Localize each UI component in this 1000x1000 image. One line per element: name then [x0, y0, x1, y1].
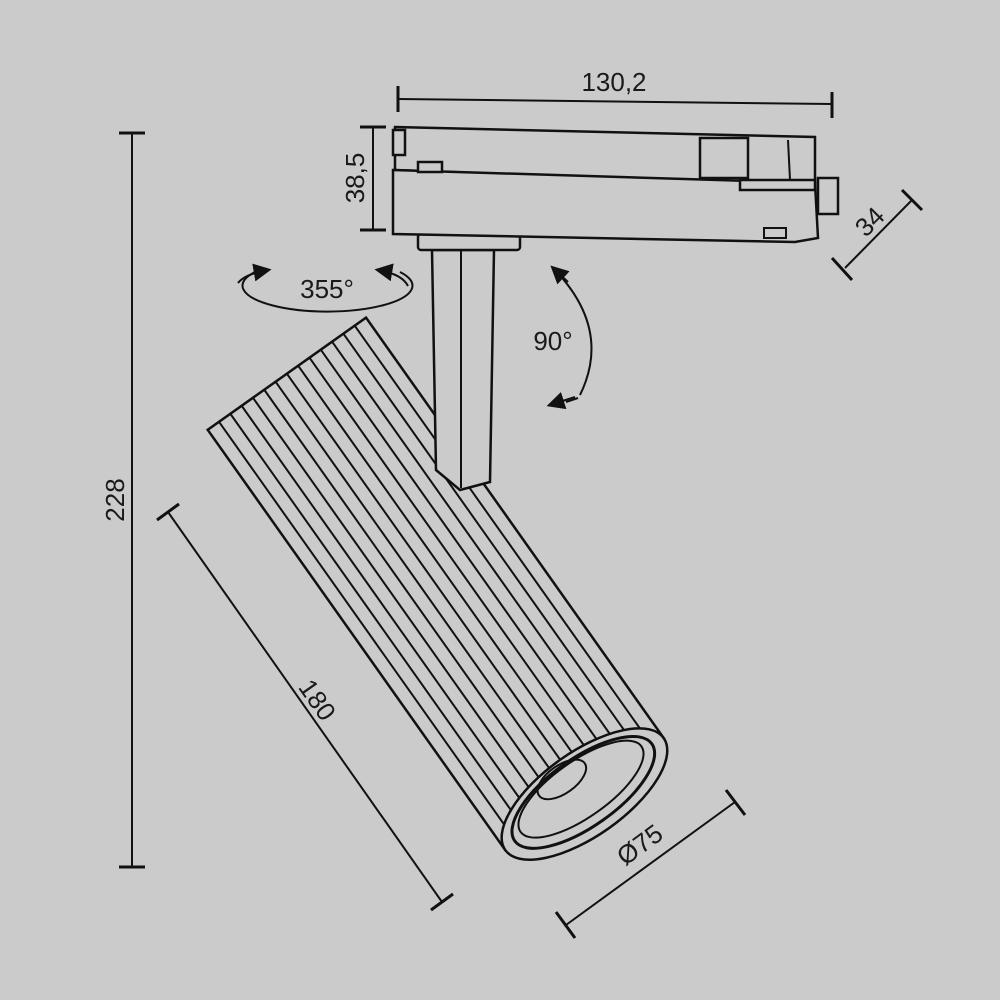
rib-line [319, 349, 642, 802]
adapter-depth-label: 34 [849, 201, 891, 243]
track-adapter [391, 125, 840, 244]
rib-line [286, 373, 610, 829]
rib-line [229, 413, 546, 859]
rib-line [297, 365, 621, 821]
horizontal-rotation-label: 355° [300, 274, 354, 304]
dimension-total-height: 228 [100, 131, 145, 869]
vertical-rotation-label: 90° [533, 326, 572, 356]
total-height-label: 228 [100, 478, 130, 521]
track-width-label: 130,2 [581, 67, 646, 97]
lens [536, 758, 588, 801]
rib-line [263, 389, 586, 844]
rib-line [240, 405, 560, 855]
rib-line [342, 333, 659, 779]
dimension-adapter-height: 38,5 [340, 125, 386, 232]
rotation-vertical: 90° [533, 265, 593, 410]
mounting-stem [416, 232, 522, 492]
body-length-label: 180 [293, 673, 342, 726]
rib-line [353, 325, 666, 765]
rib-line [252, 397, 574, 850]
adapter-height-label: 38,5 [340, 153, 370, 204]
front-rim [500, 727, 669, 861]
fluted-cylinder-body [205, 315, 669, 861]
dimension-adapter-depth: 34 [830, 188, 924, 282]
rib-line [274, 381, 598, 837]
diameter-label: Ø75 [611, 818, 668, 871]
rib-line [308, 357, 632, 812]
cylinder-ribs [218, 325, 666, 861]
rib-line [218, 421, 530, 861]
rotation-horizontal: 355° [237, 263, 414, 313]
rib-line [331, 341, 651, 791]
dimension-track-width: 130,2 [396, 67, 834, 118]
